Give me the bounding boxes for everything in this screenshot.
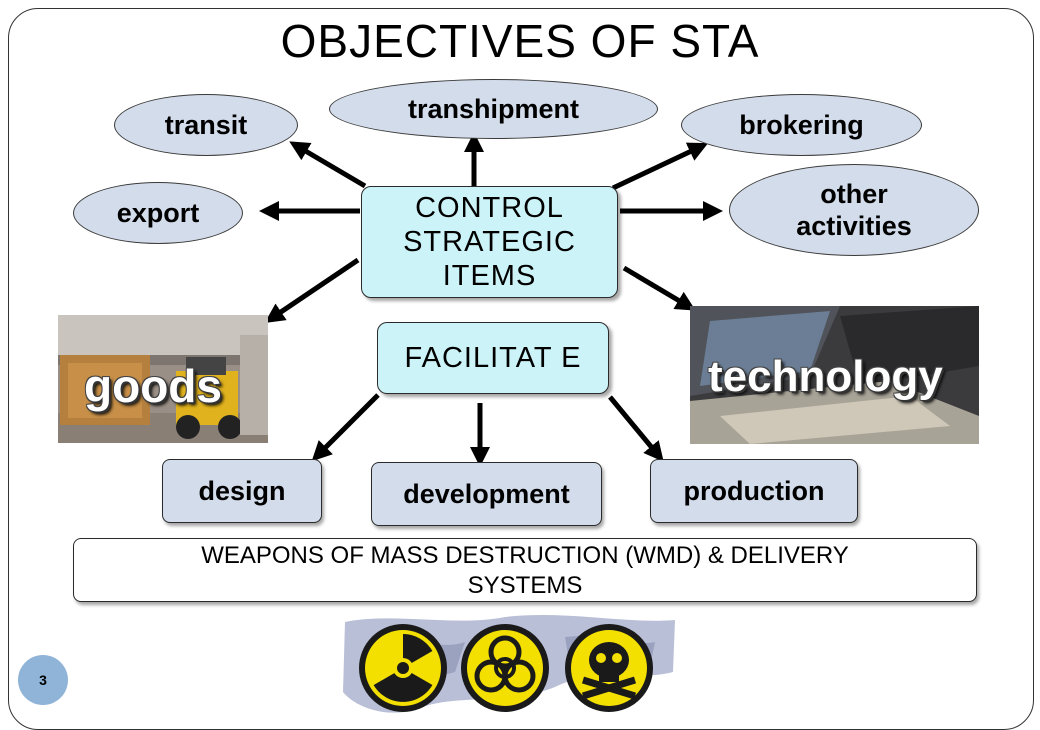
wmd-line-1: WEAPONS OF MASS DESTRUCTION (WMD) & DELI… xyxy=(201,542,849,569)
technology-label: technology xyxy=(708,352,943,401)
arrow-to-brokering xyxy=(611,142,709,191)
design-box: design xyxy=(162,459,322,523)
transhipment-ellipse: transhipment xyxy=(329,79,658,139)
forklift-photo xyxy=(58,315,268,443)
biohazard-icon xyxy=(461,624,549,712)
wmd-box: WEAPONS OF MASS DESTRUCTION (WMD) & DELI… xyxy=(73,538,977,602)
facilitate-box: FACILITAT E xyxy=(377,322,609,394)
slide-number-badge: 3 xyxy=(18,655,68,705)
brokering-ellipse: brokering xyxy=(681,94,922,156)
development-box: development xyxy=(371,462,602,526)
wmd-line-2: SYSTEMS xyxy=(467,572,583,599)
arrow-to-goods xyxy=(264,257,360,324)
arrow-to-transit xyxy=(289,141,367,189)
export-ellipse: export xyxy=(73,182,243,244)
production-box: production xyxy=(650,459,858,523)
arrow-to-technology xyxy=(622,265,696,311)
transit-ellipse: transit xyxy=(114,94,298,156)
technology-image: technology xyxy=(690,306,979,444)
goods-image: goods xyxy=(58,315,268,443)
control-strategic-items-box: CONTROL STRATEGIC ITEMS xyxy=(361,186,618,298)
hazard-symbols-image xyxy=(335,612,680,719)
radiation-icon xyxy=(359,624,447,712)
slide-title: OBJECTIVES OF STA xyxy=(280,15,760,67)
poison-skull-icon xyxy=(565,624,653,712)
goods-label: goods xyxy=(84,360,222,412)
laptop-photo xyxy=(690,306,979,444)
arrow-to-design xyxy=(311,393,380,462)
arrow-to-production xyxy=(608,395,664,462)
other-activities-ellipse: other activities xyxy=(729,164,979,256)
